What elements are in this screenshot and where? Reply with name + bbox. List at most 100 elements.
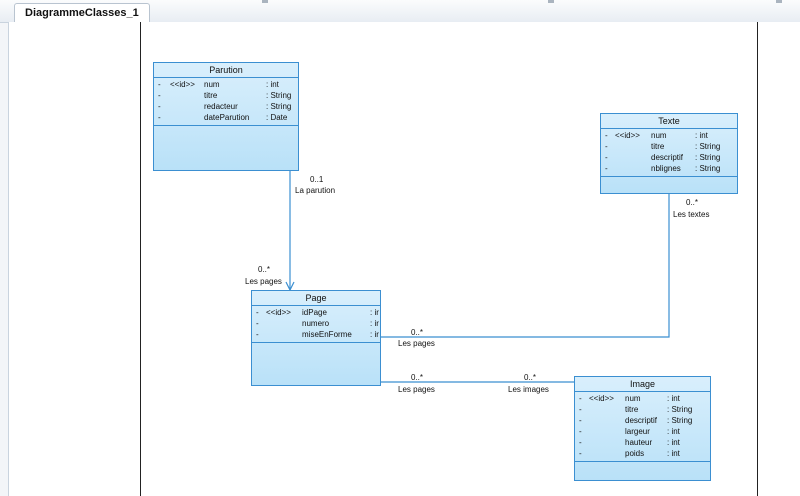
class-name: Parution <box>154 63 298 78</box>
attribute-row[interactable]: -titre: String <box>601 141 737 152</box>
multiplicity-label: 0..* <box>411 373 424 382</box>
attribute-cell: - <box>579 449 582 458</box>
attribute-row[interactable]: - poids : int <box>575 448 710 459</box>
multiplicity-label: 0..* <box>258 265 271 274</box>
attribute-cell: numero <box>302 319 330 328</box>
attribute-row[interactable]: - numero : ir <box>252 318 380 329</box>
attribute-cell: : int <box>667 394 680 403</box>
attribute-cell: <<id>> <box>170 80 195 89</box>
tab-strip: DiagrammeClasses_1 <box>0 0 800 23</box>
attribute-cell: - <box>579 416 582 425</box>
attribute-cell: : int <box>667 438 680 447</box>
attribute-cell: - <box>605 153 608 162</box>
attribute-cell: : String <box>266 91 292 100</box>
attribute-cell: : int <box>266 80 279 89</box>
attribute-row[interactable]: -<<id>> num : int <box>154 79 298 90</box>
attribute-cell: - <box>605 142 608 151</box>
multiplicity-label: 0..* <box>524 373 537 382</box>
multiplicity-label: 0..* <box>411 328 424 337</box>
attribute-cell: <<id>> <box>615 131 640 140</box>
class-name: Texte <box>601 114 737 129</box>
attribute-cell: num <box>204 80 220 89</box>
attribute-cell: - <box>158 113 161 122</box>
attribute-cell: descriptif <box>651 153 684 162</box>
attribute-list: -<<id>>num: int -titre: String -descript… <box>575 392 710 462</box>
attribute-list: -<<id>>idPage: ir -numero: ir -miseEnFor… <box>252 306 380 343</box>
attribute-row[interactable]: - titre : String <box>154 90 298 101</box>
page-boundary <box>140 22 758 496</box>
attribute-cell: - <box>579 405 582 414</box>
attribute-row[interactable]: - largeur : int <box>575 426 710 437</box>
multiplicity-label: 0..1 <box>310 175 324 184</box>
attribute-cell: - <box>158 91 161 100</box>
attribute-row[interactable]: - descriptif : String <box>575 415 710 426</box>
role-label: Les pages <box>398 339 435 348</box>
attribute-cell: - <box>256 330 259 339</box>
attribute-cell: : String <box>667 405 693 414</box>
attribute-row[interactable]: -<<id>> idPage : ir <box>252 307 380 318</box>
class-texte[interactable]: Texte -<<id>>num: int -titre: String -de… <box>600 113 738 194</box>
tab-diagramme-classes[interactable]: DiagrammeClasses_1 <box>14 3 150 23</box>
class-page[interactable]: Page -<<id>>idPage: ir -numero: ir -mise… <box>251 290 381 386</box>
attribute-row[interactable]: - miseEnForme : ir <box>252 329 380 340</box>
attribute-cell: - <box>579 394 582 403</box>
scroll-marker <box>548 0 554 3</box>
attribute-cell: : ir <box>370 319 379 328</box>
multiplicity-label: 0..* <box>686 198 699 207</box>
attribute-cell: : int <box>667 449 680 458</box>
attribute-cell: - <box>579 427 582 436</box>
attribute-cell: : String <box>667 416 693 425</box>
attribute-cell: - <box>256 319 259 328</box>
attribute-cell: : ir <box>370 308 379 317</box>
attribute-cell: - <box>605 131 608 140</box>
attribute-cell: miseEnForme <box>302 330 352 339</box>
attribute-cell: : int <box>667 427 680 436</box>
attribute-cell: - <box>158 80 161 89</box>
attribute-cell: : String <box>695 142 721 151</box>
attribute-cell: - <box>579 438 582 447</box>
attribute-row[interactable]: -dateParution: Date <box>154 112 298 123</box>
attribute-cell: nblignes <box>651 164 681 173</box>
attribute-cell: - <box>605 164 608 173</box>
attribute-cell: <<id>> <box>266 308 291 317</box>
class-parution[interactable]: Parution -<<id>>num: int -titre: String … <box>153 62 299 171</box>
role-label: Les pages <box>398 385 435 394</box>
attribute-cell: - <box>158 102 161 111</box>
attribute-cell: num <box>625 394 641 403</box>
attribute-cell: : ir <box>370 330 379 339</box>
attribute-row[interactable]: - nblignes : String <box>601 163 737 174</box>
attribute-cell: hauteur <box>625 438 653 447</box>
attribute-row[interactable]: - hauteur : int <box>575 437 710 448</box>
attribute-row[interactable]: -redacteur: String <box>154 101 298 112</box>
attribute-cell: - <box>256 308 259 317</box>
attribute-cell: : String <box>695 153 721 162</box>
attribute-cell: num <box>651 131 667 140</box>
attribute-cell: titre <box>204 91 218 100</box>
attribute-cell: poids <box>625 449 645 458</box>
attribute-cell: : int <box>695 131 708 140</box>
attribute-row[interactable]: -<<id>> num : int <box>601 130 737 141</box>
attribute-cell: : String <box>695 164 721 173</box>
attribute-cell: largeur <box>625 427 650 436</box>
association-texte-page[interactable] <box>380 193 670 338</box>
role-label: Les pages <box>245 277 282 286</box>
scroll-marker <box>776 0 782 3</box>
attribute-cell: descriptif <box>625 416 658 425</box>
attribute-list: -<<id>>num: int -titre: String -descript… <box>601 129 737 177</box>
role-label: La parution <box>295 186 336 195</box>
attribute-cell: <<id>> <box>589 394 614 403</box>
class-image[interactable]: Image -<<id>>num: int -titre: String -de… <box>574 376 711 481</box>
role-label: Les images <box>508 385 549 394</box>
attribute-row[interactable]: - titre : String <box>575 404 710 415</box>
role-label: Les textes <box>673 210 710 219</box>
attribute-list: -<<id>>num: int -titre: String -redacteu… <box>154 78 298 126</box>
class-name: Image <box>575 377 710 392</box>
class-name: Page <box>252 291 380 306</box>
attribute-cell: dateParution <box>204 113 250 122</box>
scroll-marker <box>262 0 268 3</box>
attribute-row[interactable]: - descriptif : String <box>601 152 737 163</box>
attribute-row[interactable]: -<<id>> num : int <box>575 393 710 404</box>
attribute-cell: redacteur <box>204 102 238 111</box>
attribute-cell: titre <box>625 405 639 414</box>
attribute-cell: idPage <box>302 308 327 317</box>
